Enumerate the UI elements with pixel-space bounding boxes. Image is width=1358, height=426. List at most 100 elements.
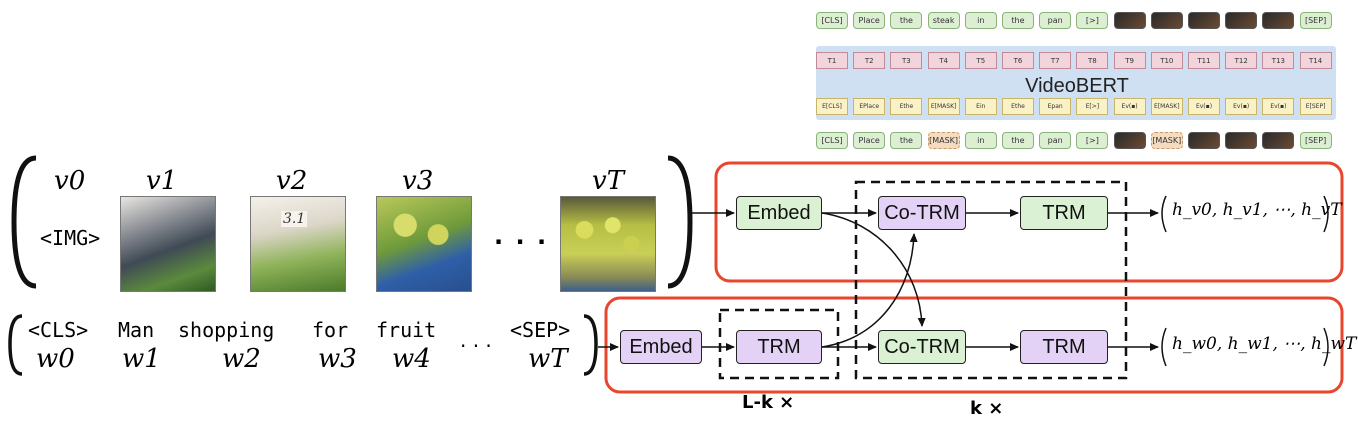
symbol-w2: w2 (222, 344, 261, 374)
vb-transformer-unit-11: T12 (1225, 52, 1258, 69)
vb-transformer-unit-5: T6 (1002, 52, 1034, 69)
visual-trm-block: TRM (1020, 196, 1108, 230)
vb-output-token-0: [CLS] (816, 12, 848, 29)
vb-input-token-8 (1113, 132, 1146, 149)
vb-output-token-9 (1150, 12, 1183, 29)
text-token-4: fruit (376, 318, 437, 342)
text-stream-frame (604, 296, 1344, 394)
k-layers-dashed-box (854, 180, 1128, 380)
vb-embedding-7: E[>] (1076, 98, 1109, 115)
vb-embedding-6: Epan (1039, 98, 1072, 115)
image-patch-3 (376, 196, 472, 292)
text-trm-block-lk: TRM (736, 330, 822, 364)
vb-input-token-1: Place (853, 132, 886, 149)
vb-input-token-6: pan (1039, 132, 1072, 149)
text-output-left-paren (1161, 327, 1167, 367)
vb-input-token-4: in (964, 132, 997, 149)
symbol-w0: w0 (36, 344, 75, 374)
visual-co-trm-block: Co-TRM (878, 196, 966, 230)
vb-transformer-unit-10: T11 (1188, 52, 1220, 69)
vb-embedding-8: Ev(▪) (1113, 98, 1146, 115)
vb-output-token-6: pan (1039, 12, 1072, 29)
vb-output-token-11 (1225, 12, 1258, 29)
symbol-v2: v2 (276, 166, 308, 196)
vb-output-token-12 (1262, 12, 1295, 29)
vb-embedding-11: Ev(▪) (1225, 98, 1258, 115)
vb-output-token-2: the (890, 12, 923, 29)
vb-transformer-unit-12: T13 (1262, 52, 1295, 69)
lk-layers-label: L-k × (742, 392, 795, 413)
vb-transformer-unit-6: T7 (1039, 52, 1072, 69)
symbol-w1: w1 (122, 344, 161, 374)
text-token-5: <SEP> (510, 318, 571, 342)
vb-transformer-unit-0: T1 (816, 52, 848, 69)
vb-embedding-2: Ethe (890, 98, 923, 115)
vb-input-token-5: the (1002, 132, 1034, 149)
text-token-3: for (312, 318, 349, 342)
vb-transformer-unit-13: T14 (1299, 52, 1332, 69)
vb-embedding-5: Ethe (1002, 98, 1034, 115)
image-patch-1 (120, 196, 216, 292)
symbol-v1: v1 (146, 166, 178, 196)
vb-input-token-11 (1225, 132, 1258, 149)
cross-arrow-visual-to-text (821, 212, 926, 327)
vb-output-token-7: [>] (1076, 12, 1109, 29)
vb-embedding-9: E[MASK] (1150, 98, 1183, 115)
vb-transformer-unit-7: T8 (1076, 52, 1109, 69)
vb-input-token-2: the (890, 132, 923, 149)
vb-embedding-12: Ev(▪) (1262, 98, 1295, 115)
text-trm-block: TRM (1020, 330, 1108, 364)
visual-output-left-paren (1161, 195, 1167, 233)
visual-output-hidden-states: h_v0, h_v1, ⋯, h_vT (1172, 200, 1342, 220)
symbol-v3: v3 (402, 166, 434, 196)
vb-embedding-3: E[MASK] (927, 98, 960, 115)
symbol-wT: wT (528, 344, 568, 374)
vb-output-token-3: steak (927, 12, 960, 29)
vb-output-token-5: the (1002, 12, 1034, 29)
img-token: <IMG> (40, 226, 101, 250)
visual-ellipsis: . . . (494, 222, 549, 250)
visual-embed-block: Embed (736, 196, 822, 230)
vb-embedding-13: E[SEP] (1299, 98, 1332, 115)
symbol-vT: vT (592, 166, 625, 196)
vb-embedding-0: E[CLS] (816, 98, 848, 115)
vb-input-token-3: [MASK] (927, 132, 960, 149)
vb-transformer-unit-3: T4 (927, 52, 960, 69)
vb-transformer-unit-4: T5 (964, 52, 997, 69)
text-embed-block: Embed (620, 330, 702, 364)
text-co-trm-block: Co-TRM (878, 330, 966, 364)
text-token-0: <CLS> (28, 318, 89, 342)
text-token-2: shopping (178, 318, 275, 342)
k-layers-label: k × (970, 398, 1004, 419)
symbol-w3: w3 (318, 344, 357, 374)
photo-price-sign: 3.1 (281, 211, 308, 227)
vb-transformer-unit-8: T9 (1113, 52, 1146, 69)
vb-transformer-unit-1: T2 (853, 52, 886, 69)
symbol-v0: v0 (54, 166, 86, 196)
image-patch-T (560, 196, 656, 292)
text-token-1: Man (118, 318, 155, 342)
vb-transformer-unit-9: T10 (1150, 52, 1183, 69)
vb-embedding-1: EPlace (853, 98, 886, 115)
image-patch-2: 3.1 (250, 196, 346, 292)
vb-output-token-10 (1188, 12, 1220, 29)
visual-output-right-paren (1323, 195, 1329, 233)
vb-transformer-unit-2: T3 (890, 52, 923, 69)
visual-right-bracket (667, 155, 693, 289)
text-right-bracket (583, 314, 598, 376)
vb-output-token-8 (1113, 12, 1146, 29)
vb-input-token-9: [MASK] (1150, 132, 1183, 149)
text-output-right-paren (1323, 327, 1329, 367)
visual-left-bracket (11, 155, 37, 289)
vb-output-token-4: in (964, 12, 997, 29)
text-output-hidden-states: h_w0, h_w1, ⋯, h_wT (1172, 334, 1357, 354)
vb-embedding-10: Ev(▪) (1188, 98, 1220, 115)
text-left-bracket (8, 314, 23, 376)
cross-arrow-text-to-visual (821, 233, 918, 348)
vb-input-token-13: [SEP] (1299, 132, 1332, 149)
symbol-w4: w4 (392, 344, 431, 374)
vb-input-token-7: [>] (1076, 132, 1109, 149)
vb-output-token-13: [SEP] (1299, 12, 1332, 29)
